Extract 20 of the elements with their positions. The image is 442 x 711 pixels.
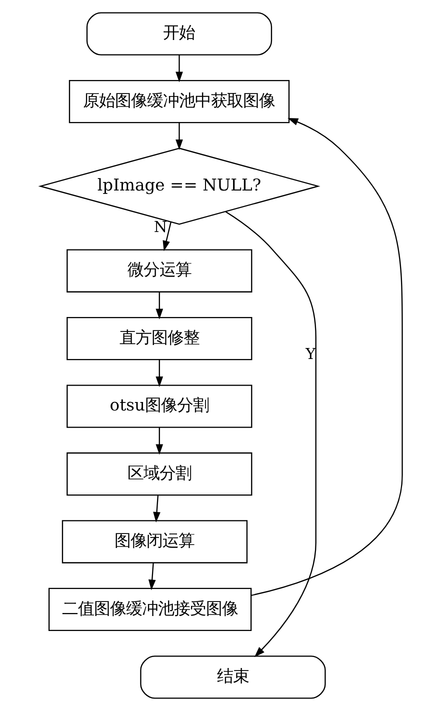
- node-box: 图像闭运算: [61, 520, 248, 564]
- arrow: [175, 54, 182, 82]
- node-box: 区域分割: [66, 452, 252, 496]
- arrow: [152, 495, 160, 522]
- node-box: otsu图像分割: [66, 384, 252, 428]
- arrow: [155, 360, 163, 388]
- node-box: 二值图像缓冲池接受图像: [48, 588, 252, 632]
- arrow: [155, 292, 163, 320]
- arrow: [224, 211, 316, 658]
- arrow: [162, 222, 171, 252]
- node-box: 微分运算: [66, 249, 252, 292]
- arrow: [155, 427, 163, 455]
- node-box: 直方图修整: [66, 316, 252, 360]
- arrow: [175, 122, 182, 150]
- node-box: 原始图像缓冲池中获取图像: [68, 80, 290, 124]
- arrow: [250, 118, 402, 596]
- edge-label: Y: [305, 344, 316, 363]
- node-box: 开始: [86, 12, 272, 56]
- arrow: [148, 562, 156, 590]
- node-box: 结束: [140, 656, 326, 699]
